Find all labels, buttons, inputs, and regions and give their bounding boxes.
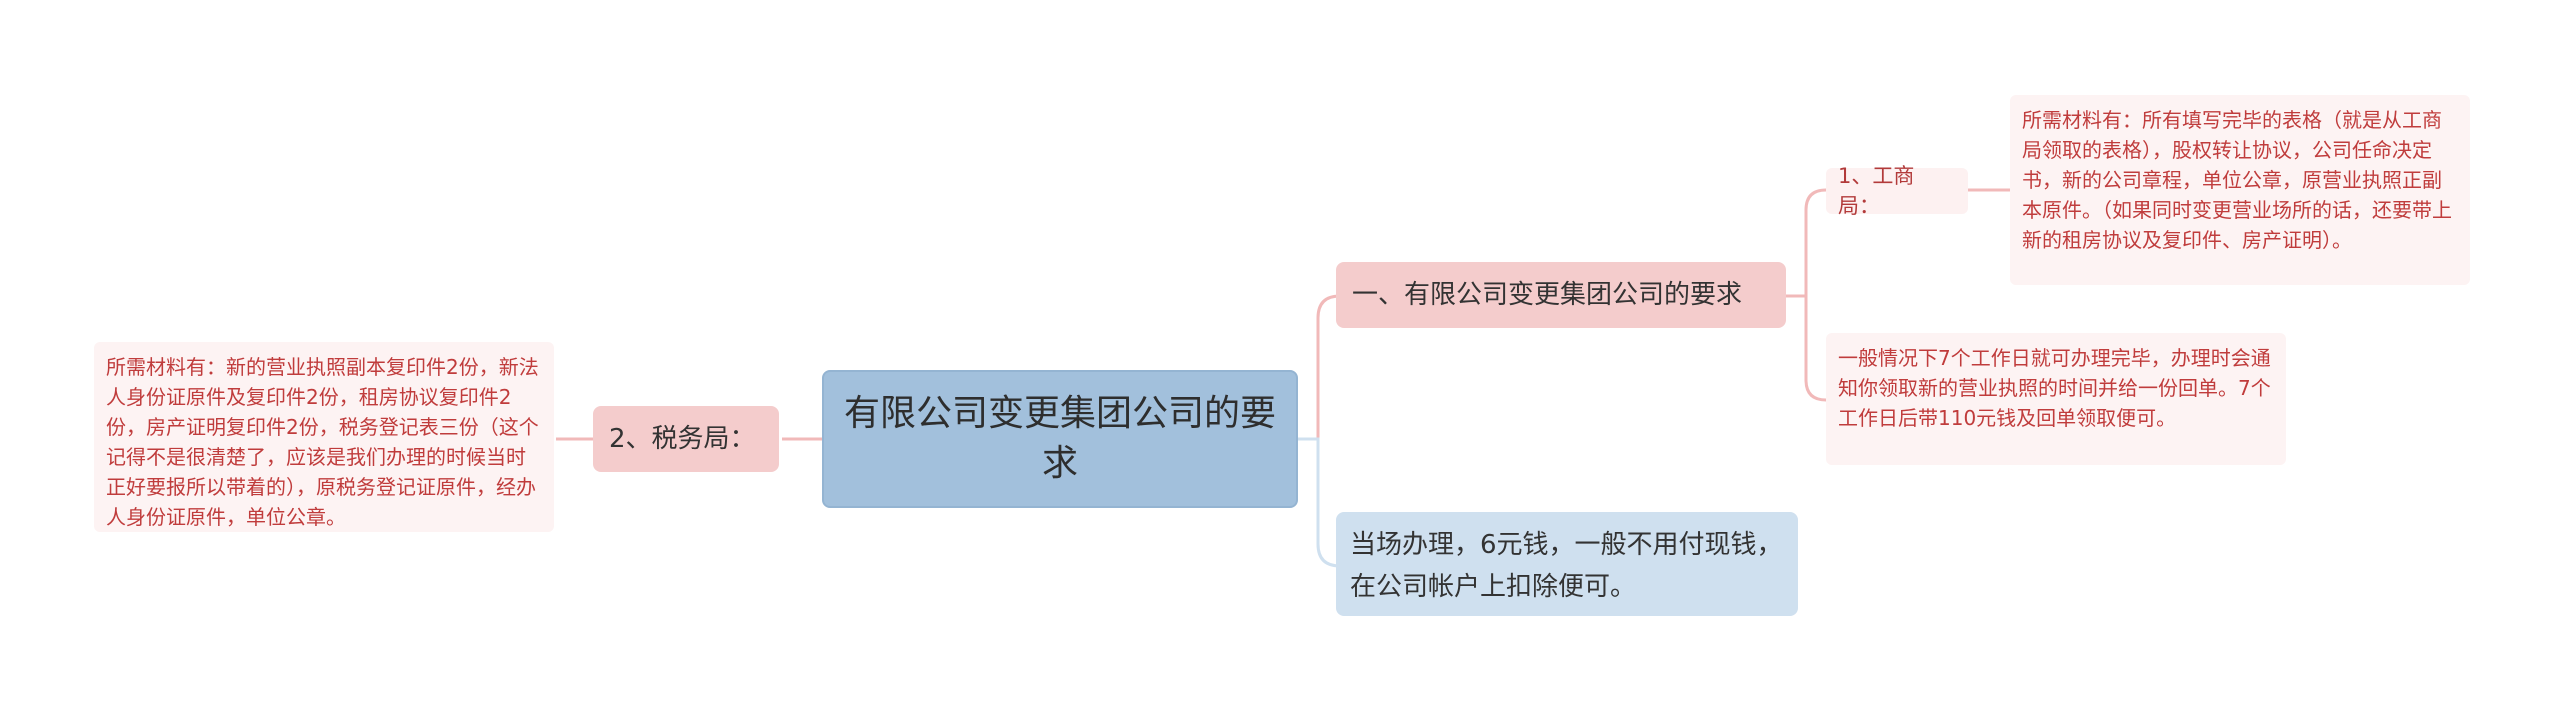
node-processing-time-note[interactable]: 一般情况下7个工作日就可办理完毕，办理时会通知你领取新的营业执照的时间并给一份回… [1826, 333, 2286, 465]
root-topic-text: 有限公司变更集团公司的要求 [844, 393, 1277, 484]
node-processing-time-note-text: 一般情况下7个工作日就可办理完毕，办理时会通知你领取新的营业执照的时间并给一份回… [1838, 346, 2271, 430]
node-tax-bureau-materials-text: 所需材料有：新的营业执照副本复印件2份，新法人身份证原件及复印件2份，租房协议复… [106, 355, 539, 529]
root-topic[interactable]: 有限公司变更集团公司的要求 [822, 370, 1298, 508]
branch-tax-bureau[interactable]: 2、税务局： [593, 406, 779, 472]
branch-tax-bureau-label: 2、税务局： [609, 424, 756, 454]
node-industry-commerce-materials-text: 所需材料有：所有填写完毕的表格（就是从工商局领取的表格），股权转让协议，公司任命… [2022, 108, 2452, 252]
branch-on-site-fee[interactable]: 当场办理，6元钱，一般不用付现钱，在公司帐户上扣除便可。 [1336, 512, 1798, 616]
branch-on-site-fee-label: 当场办理，6元钱，一般不用付现钱，在公司帐户上扣除便可。 [1350, 530, 1783, 602]
branch-requirements[interactable]: 一、有限公司变更集团公司的要求 [1336, 262, 1786, 328]
branch-requirements-label: 一、有限公司变更集团公司的要求 [1352, 280, 1743, 310]
node-industry-commerce-materials[interactable]: 所需材料有：所有填写完毕的表格（就是从工商局领取的表格），股权转让协议，公司任命… [2010, 95, 2470, 285]
node-industry-commerce-bureau[interactable]: 1、工商局： [1826, 164, 1968, 218]
connector-branch1-note [1786, 294, 1835, 402]
node-industry-commerce-bureau-label: 1、工商局： [1838, 164, 1915, 218]
connector-branch1-gsj [1786, 188, 1835, 298]
node-tax-bureau-materials[interactable]: 所需材料有：新的营业执照副本复印件2份，新法人身份证原件及复印件2份，租房协议复… [94, 342, 554, 532]
